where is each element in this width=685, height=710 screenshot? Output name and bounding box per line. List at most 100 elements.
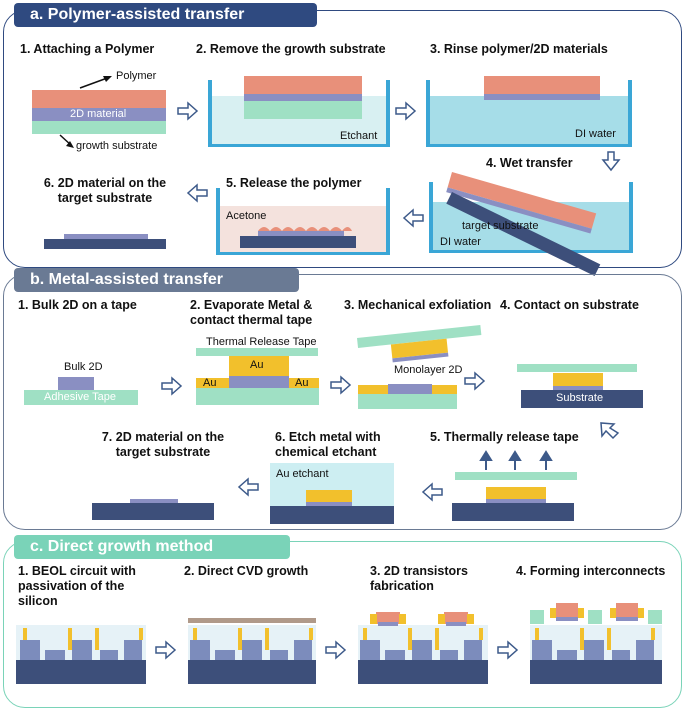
arrow-b1-b2 [161,376,183,396]
a4-2d [446,187,592,234]
c3-transistors [358,612,488,684]
b3-adhesive-tape [358,394,457,409]
label-di-water: DI water [575,128,616,140]
arrow-a1-a2 [177,101,199,121]
b7-monolayer [130,499,178,503]
a5-target-substrate [240,236,356,248]
b2-au-right [289,378,319,388]
step-a5-title: 5. Release the polymer [226,176,362,190]
a1-2d-layer [32,108,166,121]
label-di-water-2: DI water [440,236,481,248]
label-etchant: Etchant [340,130,378,142]
b3-monolayer [392,352,449,363]
b4-thermal-tape [517,364,637,372]
a3-polymer [484,76,600,94]
panel-direct-growth [3,541,682,708]
label-thermal-tape: Thermal Release Tape [206,336,317,348]
b3-2d-remain [388,384,432,394]
step-b2-title: 2. Evaporate Metal & contact thermal tap… [190,298,313,327]
a2-2d [244,94,362,101]
b5-thermal-tape [455,472,577,480]
step-a1-title: 1. Attaching a Polymer [20,42,155,56]
b3-au-block [390,338,449,359]
arrow-a4-a5 [402,208,424,228]
label-polymer: Polymer [116,70,157,82]
b2-au-left [196,378,229,388]
step-b5-title: 5. Thermally release tape [430,430,579,444]
b6-substrate [270,506,394,524]
a6-target-substrate [44,239,166,249]
arrow-b4-b5 [600,422,620,440]
b6-au [306,490,352,502]
panel-a-title: a. Polymer-assisted transfer [14,3,317,27]
step-b1-title: 1. Bulk 2D on a tape [18,298,137,312]
step-c1-title: 1. BEOL circuit with passivation of the … [18,564,136,608]
step-c3-title: 3. 2D transistors fabrication [370,564,468,593]
a5-dissolving-polymer [258,227,352,231]
a3-di-water [430,96,628,144]
label-bulk-2d: Bulk 2D [64,361,103,373]
c2-cvd-growth [188,618,316,684]
panel-metal-assisted [3,274,682,530]
arrow-b2-b3 [330,375,352,395]
arrow-c3-c4 [497,640,519,660]
step-a2-title: 2. Remove the growth substrate [196,42,386,56]
b7-substrate [92,503,214,520]
step-b3-title: 3. Mechanical exfoliation [344,298,492,312]
label-au-top: Au [250,359,264,371]
b4-substrate [521,390,643,408]
b2-adhesive-tape [196,388,319,405]
b5-substrate [452,503,574,521]
step-a3-title: 3. Rinse polymer/2D materials [430,42,608,56]
arrow-b6-b7 [237,477,259,497]
step-b6-title: 6. Etch metal with chemical etchant [275,430,381,459]
panel-b-title: b. Metal-assisted transfer [14,268,299,292]
label-monolayer: Monolayer 2D [394,364,463,376]
label-growth-substrate: growth substrate [76,140,158,152]
a5-2d [258,231,344,236]
panel-c-title: c. Direct growth method [14,535,290,559]
b5-monolayer [486,499,546,503]
arrow-a3-a4 [601,151,621,172]
step-c2-title: 2. Direct CVD growth [184,564,309,578]
step-c4-title: 4. Forming interconnects [516,564,666,578]
step-a4-title: 4. Wet transfer [486,156,573,170]
step-b7-title: 7. 2D material on the target substrate [101,430,225,459]
c4-interconnects [530,603,662,684]
b1-bulk-2d [58,377,94,390]
label-acetone: Acetone [226,210,267,222]
b5-release-arrows [479,450,553,470]
a3-2d [484,94,600,100]
b3-au-left [358,385,388,394]
arrow-b5-b6 [421,482,443,502]
arrow-b3-b4 [464,371,486,391]
arrow-c2-c3 [325,640,347,660]
b3-au-right [432,385,457,394]
step-b4-title: 4. Contact on substrate [500,298,639,312]
a1-growth-substrate [32,121,166,134]
b2-thermal-tape [196,348,318,356]
b4-au [553,373,603,386]
step-a6-title: 6. 2D material on the target substrate [43,176,167,205]
label-au-etchant: Au etchant [276,468,329,480]
a4-polymer [447,172,597,229]
b5-au [486,487,546,499]
label-au-left: Au [203,377,217,389]
a2-growth-substrate [244,101,362,119]
arrow-a2-a3 [395,101,417,121]
a2-polymer [244,76,362,94]
b3-thermal-tape [357,325,482,348]
c1-beol [16,625,146,684]
label-2d-material: 2D material [70,108,127,120]
a6-2d [64,234,148,239]
a1-polymer-layer [32,90,166,108]
label-au-right: Au [295,377,309,389]
b2-bulk-2d [229,376,289,388]
arrow-a5-a6 [186,183,208,203]
b6-monolayer [306,502,352,506]
panel-polymer-assisted [3,10,682,268]
label-substrate: Substrate [556,392,604,404]
arrow-c1-c2 [155,640,177,660]
b2-au-top [229,356,289,376]
